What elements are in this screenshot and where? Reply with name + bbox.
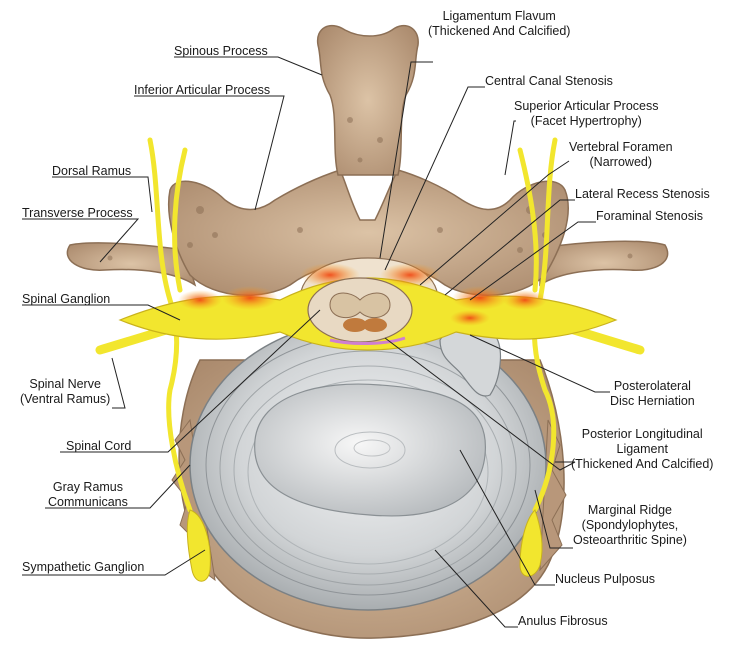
label-sympathetic-ganglion: Sympathetic Ganglion [22,560,144,575]
label-central-canal-stenosis: Central Canal Stenosis [485,74,613,89]
label-inferior-articular-process: Inferior Articular Process [134,83,270,98]
label-superior-articular-process: Superior Articular Process(Facet Hypertr… [514,99,659,129]
label-dorsal-ramus: Dorsal Ramus [52,164,131,179]
label-spinous-process: Spinous Process [174,44,268,59]
label-spinal-ganglion: Spinal Ganglion [22,292,110,307]
spinous-process-shape [318,26,419,175]
label-nucleus-pulposus: Nucleus Pulposus [555,572,655,587]
label-ligamentum-flavum: Ligamentum Flavum(Thickened And Calcifie… [428,9,570,39]
spinal-cord [308,278,412,342]
label-lateral-recess-stenosis: Lateral Recess Stenosis [575,187,710,202]
label-transverse-process: Transverse Process [22,206,133,221]
label-spinal-cord: Spinal Cord [66,439,131,454]
label-marginal-ridge: Marginal Ridge(Spondylophytes,Osteoarthr… [573,503,687,548]
label-spinal-nerve: Spinal Nerve(Ventral Ramus) [20,377,110,407]
nucleus-pulposus-shape [255,384,486,516]
label-vertebral-foramen: Vertebral Foramen(Narrowed) [569,140,673,170]
label-anulus-fibrosus: Anulus Fibrosus [518,614,608,629]
label-foraminal-stenosis: Foraminal Stenosis [596,209,703,224]
